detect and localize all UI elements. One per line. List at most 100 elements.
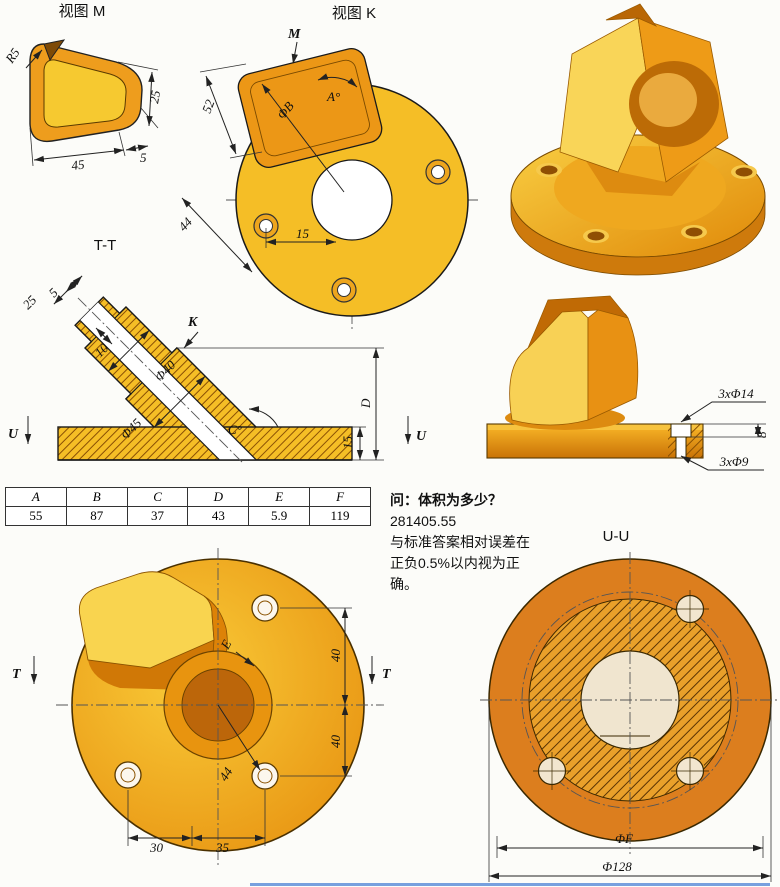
bolt-hole (583, 229, 609, 243)
leader-line (680, 401, 766, 423)
view-direction-k-arrow (183, 331, 199, 349)
dim-phi-128: Φ128 (602, 859, 632, 874)
table-header-cell: E (248, 487, 311, 507)
dim-angle-c: C° (228, 422, 242, 437)
dim-counterbore: 3xΦ14 (717, 386, 754, 401)
hole-void (675, 436, 687, 459)
dim-40-lower: 40 (328, 735, 343, 749)
dim-line (261, 83, 345, 193)
dim-line (107, 329, 150, 372)
bolt-hole (114, 761, 142, 789)
leader-line (235, 651, 255, 667)
table-value-cell: 43 (187, 506, 250, 526)
dim-5: 5 (46, 285, 62, 301)
table-header-cell: C (126, 487, 189, 507)
bolt-hole (425, 159, 451, 185)
photo-edge-artifact (250, 883, 770, 886)
dim-25: 25 (20, 292, 40, 312)
view-direction-k-label: K (187, 315, 199, 330)
question-line: 问：体积为多少？ (390, 492, 502, 508)
table-value-cell: 55 (5, 506, 67, 526)
leader-line (680, 455, 764, 471)
dim-r5: R5 (2, 45, 23, 67)
table-value-cell: 87 (65, 506, 128, 526)
table-header-row: A B C D E F (5, 487, 371, 507)
section-tt-title: T-T (94, 237, 117, 254)
dim-45: 45 (71, 156, 86, 173)
dim-d: D (358, 398, 373, 409)
bolt-hole (251, 594, 279, 622)
boss-top-face (527, 295, 629, 349)
boss-shadow (584, 158, 700, 196)
boss-axis-centerline (75, 295, 243, 463)
dim-line (181, 197, 253, 273)
view-m-corner-fillet (43, 39, 66, 62)
top-view: E 40 40 44 30 35 T T (12, 548, 392, 866)
boss-top-fin (605, 3, 658, 27)
dim-44: 44 (175, 214, 195, 234)
dim-15: 15 (340, 436, 355, 450)
bolt-hole (533, 752, 571, 790)
cut-label-u-right: U (416, 429, 427, 444)
question-block: 问：体积为多少？ 281405.55 与标准答案相对误差在 正负0.5%以内视为… (390, 490, 580, 595)
view-m: 视图 M R5 25 5 45 (2, 3, 164, 173)
dim-line (25, 49, 43, 69)
cut-label-t-right: T (382, 667, 392, 682)
question-line: 确。 (390, 576, 418, 592)
view-m-inner-edge (43, 59, 127, 128)
table-value-row: 55 87 37 43 5.9 119 (5, 506, 371, 526)
view-direction-m-label: M (287, 27, 301, 42)
dim-line (217, 704, 261, 771)
dim-25: 25 (146, 89, 163, 105)
view-k: 视图 K M 52 ΦB A° 44 (175, 5, 480, 332)
side-view: 3xΦ14 8 3xΦ9 (486, 295, 769, 471)
dim-line (33, 147, 125, 163)
section-uu-title: U-U (603, 528, 630, 545)
cut-label-t-left: T (12, 667, 22, 682)
dim-depth: 8 (754, 431, 769, 438)
plate-body (487, 430, 703, 458)
table-header-cell: B (65, 487, 128, 507)
bolt-hole (253, 213, 279, 239)
question-line: 正负0.5%以内视为正 (390, 555, 520, 571)
dim-52: 52 (199, 97, 218, 115)
ext-line (29, 127, 34, 167)
table-header-cell: F (309, 487, 371, 507)
table-header-cell: A (5, 487, 67, 507)
bolt-hole (731, 165, 757, 179)
ext-line (199, 63, 247, 73)
boss-right-face (587, 308, 639, 421)
dim-15: 15 (296, 226, 310, 241)
table-header-cell: D (187, 487, 250, 507)
counterbore-void (670, 423, 692, 438)
question-line: 与标准答案相对误差在 (390, 534, 530, 550)
angle-arc (248, 406, 279, 428)
angle-arc (317, 73, 358, 88)
center-hole (311, 159, 393, 241)
dim-phi-f: ΦF (615, 831, 634, 846)
bolt-hole (251, 762, 279, 790)
section-tt: T-T 25 5 10 Φ40 Φ45 C° K D 15 (8, 237, 427, 463)
ext-line (229, 151, 263, 159)
view-direction-m-arrow (291, 41, 298, 65)
bolt-hole (671, 590, 709, 628)
dim-5: 5 (140, 150, 147, 165)
boss-inner-edge (250, 59, 370, 157)
bolt-hole (681, 225, 707, 239)
bolt-hole (331, 277, 357, 303)
table-value-cell: 37 (126, 506, 189, 526)
view-k-title: 视图 K (332, 5, 376, 22)
cut-label-u-left: U (8, 427, 19, 442)
dim-line (146, 71, 155, 127)
dim-30: 30 (149, 840, 164, 855)
ext-line (118, 131, 126, 157)
dim-35: 35 (215, 840, 230, 855)
table-value-cell: 5.9 (248, 506, 311, 526)
flange-rim (510, 195, 766, 276)
dim-40-upper: 40 (328, 649, 343, 663)
parameter-table: A B C D E F 55 87 37 43 5.9 119 (5, 487, 371, 526)
question-answer-value: 281405.55 (390, 513, 457, 529)
ext-line (117, 61, 159, 71)
